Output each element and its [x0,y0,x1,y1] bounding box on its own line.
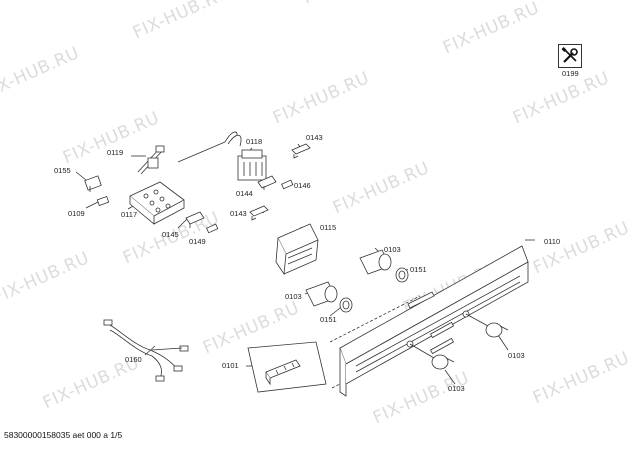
leader-line [497,334,509,351]
part-label-0149: 0149 [189,237,206,246]
leader-line [177,217,189,229]
part-label-0115: 0115 [320,223,337,232]
part-label-0110: 0110 [544,237,561,246]
part-0118-thermostat [177,131,267,181]
leader-line [75,171,87,181]
part-label-0117: 0117 [121,210,138,219]
part-0143-clip [291,143,311,159]
leader-line [444,369,456,385]
part-0109-connector [96,195,110,207]
part-0151-ring [339,297,353,313]
wrench-screwdriver-icon [558,44,582,68]
part-label-0151: 0151 [320,315,337,324]
part-label-0103: 0103 [508,351,525,360]
part-label-0143: 0143 [306,133,323,142]
dashed-guide-line [329,295,421,343]
part-0160-wiring-harness [103,319,189,382]
part-label-0151: 0151 [410,265,427,274]
service-icon-label: 0199 [562,69,579,78]
footer-document-code: 58300000158035 aet 000 a 1/5 [4,430,123,440]
part-0155-sensor [84,175,102,192]
part-0146-fuse [281,179,294,190]
part-0115-control-module [275,223,319,276]
part-label-0118: 0118 [246,137,263,146]
part-0101-detail-box [247,341,327,393]
part-0119-switch [137,145,165,175]
part-label-0109: 0109 [68,209,85,218]
part-label-0144: 0144 [236,189,253,198]
part-label-0101: 0101 [222,361,239,370]
panel-connector-strip [407,291,435,309]
part-label-0146: 0146 [294,181,311,190]
part-label-0143: 0143 [230,209,247,218]
part-label-0119: 0119 [107,148,124,157]
part-0145-bracket [185,211,205,228]
part-label-0103: 0103 [285,292,302,301]
part-0103-rotary-switch [359,249,392,275]
part-0103-knob [409,343,455,370]
part-0143-clip [249,205,269,221]
part-0103-rotary-switch [305,281,338,307]
part-label-0103: 0103 [448,384,465,393]
part-0103-knob [465,313,509,338]
leader-line [329,307,341,317]
part-label-0160: 0160 [125,355,142,364]
leader-line [85,201,99,209]
part-label-0145: 0145 [162,230,179,239]
part-0151-ring [395,267,409,283]
part-0117-terminal-block [129,181,185,225]
part-0144-holder [257,175,277,190]
part-label-0155: 0155 [54,166,71,175]
dashed-guide-line [331,383,341,389]
part-label-0103: 0103 [384,245,401,254]
part-0110-control-panel [339,245,529,397]
part-0149-fuse [206,223,219,234]
